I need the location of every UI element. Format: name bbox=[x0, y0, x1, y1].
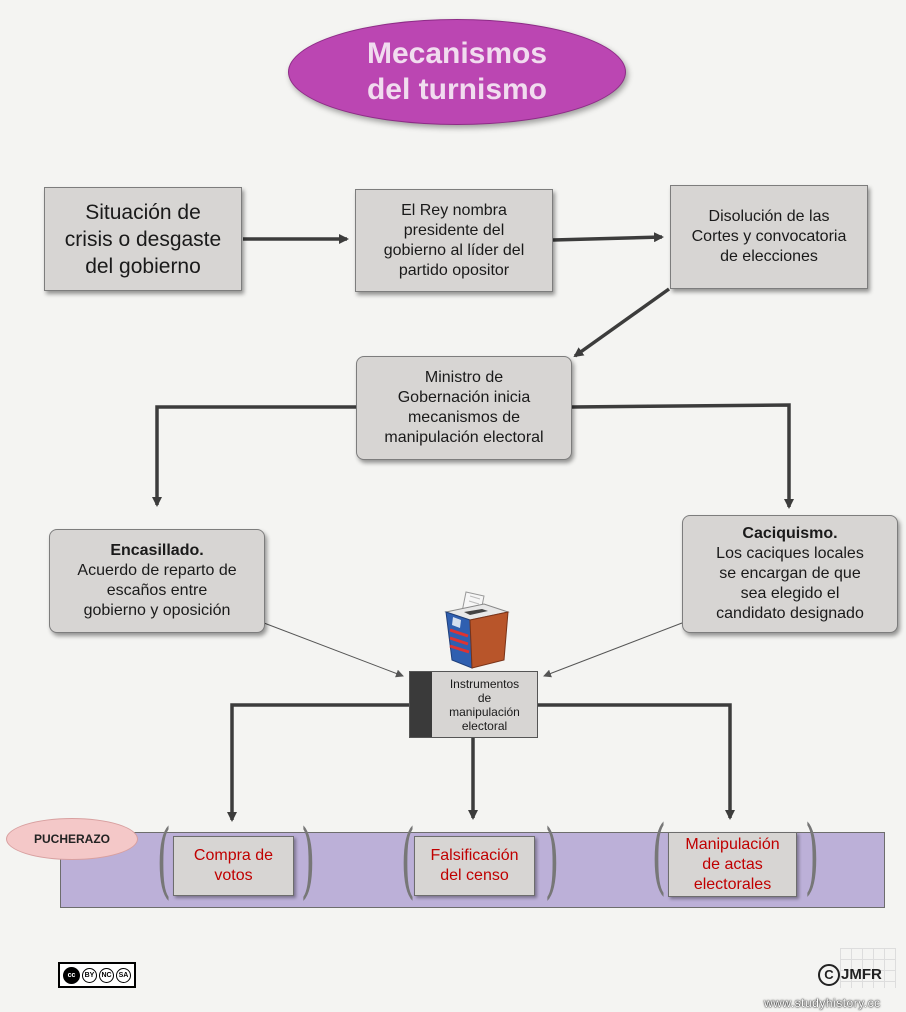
credit-author: JMFR bbox=[841, 966, 882, 983]
bracket-left-1: ( bbox=[156, 813, 172, 908]
ballot-box-icon bbox=[444, 591, 510, 669]
box-encasillado: Encasillado. Acuerdo de reparto de escañ… bbox=[49, 529, 265, 633]
diagram-title: Mecanismos del turnismo bbox=[366, 37, 548, 106]
title-ellipse: Mecanismos del turnismo bbox=[288, 19, 626, 125]
copyright-icon: C bbox=[818, 964, 840, 986]
arrow-instr-to-compra bbox=[227, 703, 409, 822]
bracket-left-3: ( bbox=[651, 809, 667, 904]
box-rey-nombra: El Rey nombra presidente del gobierno al… bbox=[355, 189, 553, 292]
creative-commons-icon: cc BY NC SA bbox=[58, 962, 136, 988]
bracket-right-1: ) bbox=[300, 813, 316, 908]
caciquismo-body: Los caciques locales se encargan de que … bbox=[716, 545, 864, 622]
instrumentos-side-bar bbox=[410, 672, 432, 737]
box-instrumentos: Instrumentos de manipulación electoral bbox=[409, 671, 538, 738]
arrow-ministro-to-caciquismo bbox=[571, 403, 794, 509]
arrow-instr-to-actas bbox=[538, 703, 735, 820]
watermark: www.studyhistory.cc bbox=[764, 996, 881, 1010]
arrow-caciquismo-to-instr bbox=[543, 622, 683, 678]
box-disolucion-cortes: Disolución de las Cortes y convocatoria … bbox=[670, 185, 868, 289]
encasillado-body: Acuerdo de reparto de escaños entre gobi… bbox=[77, 562, 237, 619]
bracket-left-2: ( bbox=[400, 813, 416, 908]
instrumentos-label: Instrumentos de manipulación electoral bbox=[449, 676, 520, 733]
method-manipulacion-actas: Manipulación de actas electorales bbox=[668, 832, 797, 897]
arrow-ministro-to-encasillado bbox=[152, 405, 356, 507]
by-badge: BY bbox=[82, 967, 97, 983]
encasillado-heading: Encasillado. bbox=[110, 542, 204, 559]
arrow-encasillado-to-instr bbox=[263, 622, 404, 678]
bracket-right-3: ) bbox=[804, 809, 820, 904]
arrow-disolucion-to-ministro bbox=[573, 287, 671, 358]
box-ministro-gobernacion: Ministro de Gobernación inicia mecanismo… bbox=[356, 356, 572, 460]
method-compra-votos: Compra de votos bbox=[173, 836, 294, 896]
caciquismo-heading: Caciquismo. bbox=[742, 525, 838, 542]
method-falsificacion-censo: Falsificación del censo bbox=[414, 836, 535, 896]
box-caciquismo: Caciquismo. Los caciques locales se enca… bbox=[682, 515, 898, 633]
arrow-rey-to-disolucion bbox=[552, 232, 664, 243]
pucherazo-label: PUCHERAZO bbox=[6, 818, 138, 860]
grid-decoration bbox=[840, 948, 896, 988]
cc-badge: cc bbox=[63, 966, 80, 984]
bracket-right-2: ) bbox=[544, 813, 560, 908]
sa-badge: SA bbox=[116, 967, 131, 983]
box-situacion-crisis: Situación de crisis o desgaste del gobie… bbox=[44, 187, 242, 291]
nc-badge: NC bbox=[99, 967, 114, 983]
